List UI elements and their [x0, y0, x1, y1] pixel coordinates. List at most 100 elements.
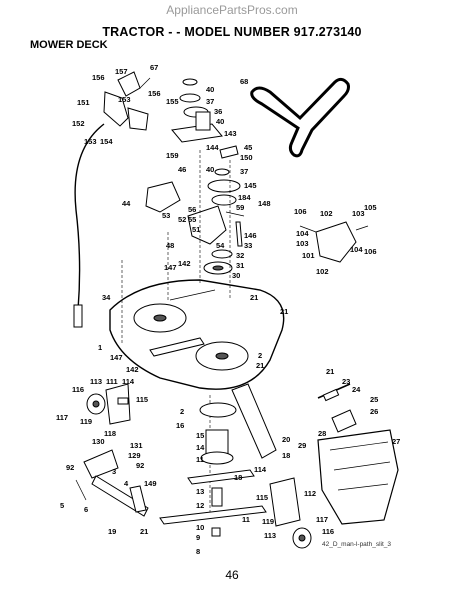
callout: 113 [264, 531, 276, 540]
stabilizer-arm-20[interactable] [231, 383, 277, 459]
callout: 54 [216, 241, 225, 250]
callout: 37 [240, 167, 248, 176]
callout: 149 [144, 479, 157, 488]
callout: 115 [136, 395, 148, 404]
callout: 15 [196, 431, 204, 440]
hanger-bracket-3[interactable] [75, 449, 149, 517]
gauge-wheel-left[interactable] [86, 383, 131, 425]
callout: 28 [318, 429, 326, 438]
callout: 56 [188, 205, 196, 214]
callout: 145 [244, 181, 257, 190]
callout: 92 [136, 461, 144, 470]
callout: 52 [178, 215, 186, 224]
callout: 131 [130, 441, 143, 450]
callout: 154 [100, 137, 113, 146]
callout: 102 [316, 267, 329, 276]
callout: 40 [216, 117, 224, 126]
callout: 10 [196, 523, 204, 532]
callout: 25 [370, 395, 378, 404]
callout: 11 [196, 455, 204, 464]
callout: 130 [92, 437, 105, 446]
spring-24[interactable] [317, 383, 351, 402]
callout: 36 [214, 107, 222, 116]
callout: 31 [236, 261, 244, 270]
mower-deck-housing[interactable] [109, 279, 285, 390]
callout: 46 [178, 165, 186, 174]
callout: 6 [84, 505, 88, 514]
callout: 129 [128, 451, 141, 460]
callout: 142 [126, 365, 139, 374]
callout: 24 [352, 385, 361, 394]
callout: 104 [296, 229, 309, 238]
callout: 103 [296, 239, 309, 248]
callout: 21 [326, 367, 334, 376]
callout: 5 [60, 501, 64, 510]
spindle-assembly[interactable] [187, 402, 255, 507]
callout: 92 [66, 463, 74, 472]
callout: 117 [316, 515, 328, 524]
callout: 29 [298, 441, 306, 450]
callout: 21 [140, 527, 148, 536]
callout: 153 [118, 95, 131, 104]
callout: 2 [258, 351, 262, 360]
belt-guard-101[interactable] [299, 221, 369, 263]
cable-152[interactable] [73, 123, 105, 328]
discharge-chute-27[interactable] [317, 409, 399, 525]
page-number: 46 [225, 568, 239, 582]
callout: 18 [282, 451, 290, 460]
callout: 34 [102, 293, 111, 302]
callout: 51 [192, 225, 200, 234]
callout: 2 [180, 407, 184, 416]
callout: 106 [294, 207, 307, 216]
callout: 155 [166, 97, 179, 106]
callout: 157 [115, 67, 128, 76]
lift-lever-assembly[interactable] [103, 71, 151, 131]
callout: 67 [150, 63, 158, 72]
callout: 21 [250, 293, 258, 302]
callout: 8 [196, 547, 200, 556]
callout: 143 [224, 129, 237, 138]
callout: 142 [178, 259, 191, 268]
callout-labels: 156 157 67 151 153 156 155 152 153 154 4… [56, 63, 400, 556]
callout: 37 [206, 97, 214, 106]
callout: 53 [162, 211, 170, 220]
callout: 21 [280, 307, 288, 316]
gauge-wheel-right[interactable] [269, 477, 312, 549]
callout: 144 [206, 143, 219, 152]
callout: 184 [238, 193, 251, 202]
callout: 40 [206, 85, 214, 94]
callout: 118 [104, 429, 116, 438]
callout: 114 [254, 465, 267, 474]
callout: 117 [56, 413, 68, 422]
callout: 147 [164, 263, 177, 272]
callout: 4 [124, 479, 129, 488]
callout: 156 [92, 73, 105, 82]
callout: 33 [244, 241, 252, 250]
callout: 119 [80, 417, 92, 426]
callout: 23 [342, 377, 350, 386]
image-reference: 42_D_man-l-path_slit_3 [322, 541, 392, 548]
callout: 113 [90, 377, 102, 386]
watermark: AppliancePartsPros.com [166, 3, 298, 17]
deck-arm-44[interactable] [145, 181, 181, 213]
callout: 59 [236, 203, 244, 212]
callout: 32 [236, 251, 244, 260]
callout: 9 [196, 533, 200, 542]
belt-68[interactable] [250, 77, 350, 158]
callout: 111 [106, 377, 118, 386]
blade-11[interactable] [159, 505, 267, 537]
callout: 11 [242, 515, 250, 524]
callout: 44 [122, 199, 131, 208]
callout: 114 [122, 377, 135, 386]
callout: 159 [166, 151, 179, 160]
callout: 147 [110, 353, 123, 362]
callout: 146 [244, 231, 257, 240]
callout: 116 [72, 385, 84, 394]
callout: 104 [350, 245, 363, 254]
callout: 12 [196, 501, 204, 510]
callout: 115 [256, 493, 268, 502]
callout: 27 [392, 437, 400, 446]
callout: 106 [364, 247, 377, 256]
idler-bracket[interactable] [187, 205, 245, 275]
